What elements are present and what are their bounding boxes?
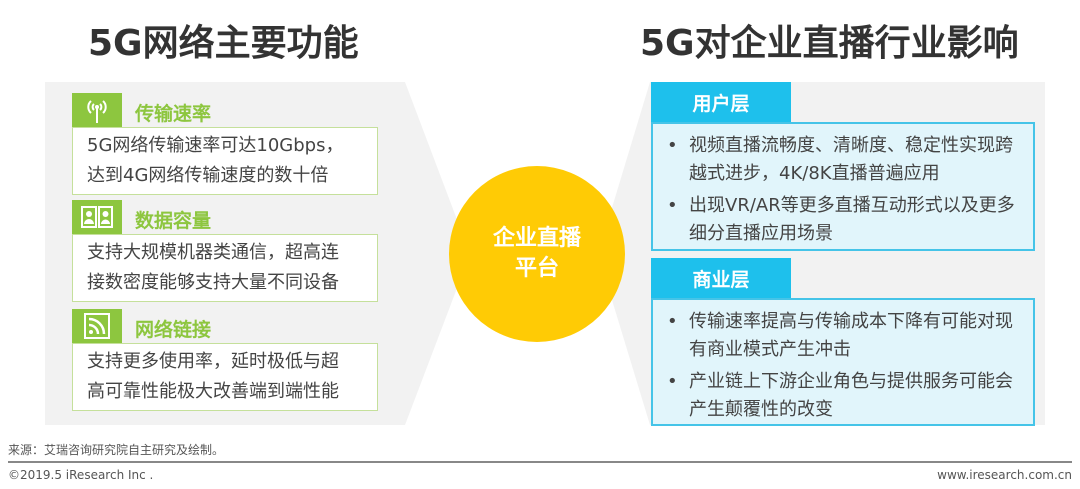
text-line: 高可靠性能极大改善端到端性能: [87, 381, 339, 402]
footer-divider: [8, 461, 1072, 463]
right-title: 5G对企业直播行业影响: [640, 23, 1019, 64]
website-link[interactable]: www.iresearch.com.cn: [937, 468, 1072, 482]
copyright: ©2019.5 iResearch Inc .: [8, 468, 154, 482]
item-title: 网络链接: [135, 319, 212, 341]
section-header-business: 商业层: [651, 258, 791, 298]
bullet-item: •产业链上下游企业角色与提供服务可能会产生颠覆性的改变: [667, 368, 1023, 424]
left-title: 5G网络主要功能: [88, 23, 359, 64]
bullet-text: 产业链上下游企业角色与提供服务可能会产生颠覆性的改变: [689, 371, 1013, 420]
bullet-item: •视频直播流畅度、清晰度、稳定性实现跨越式进步，4K/8K直播普遍应用: [667, 132, 1023, 188]
rss-icon: [72, 309, 122, 343]
item-description: 支持更多使用率，延时极低与超高可靠性能极大改善端到端性能: [72, 343, 378, 411]
text-line: 接数密度能够支持大量不同设备: [87, 272, 339, 293]
center-label: 企业直播: [492, 226, 581, 251]
text-line: 达到4G网络传输速度的数十倍: [87, 165, 329, 186]
bullet-text: 视频直播流畅度、清晰度、稳定性实现跨越式进步，4K/8K直播普遍应用: [689, 135, 1013, 184]
bullet-item: •出现VR/AR等更多直播互动形式以及更多细分直播应用场景: [667, 192, 1023, 248]
section-header-user: 用户层: [651, 82, 791, 122]
item-title: 传输速率: [135, 103, 212, 125]
bullet-item: •传输速率提高与传输成本下降有可能对现有商业模式产生冲击: [667, 308, 1023, 364]
section-box-user: •视频直播流畅度、清晰度、稳定性实现跨越式进步，4K/8K直播普遍应用 •出现V…: [651, 122, 1035, 251]
item-title: 数据容量: [135, 210, 212, 232]
antenna-icon: [72, 93, 122, 127]
source-note: 来源：艾瑞咨询研究院自主研究及绘制。: [8, 443, 225, 457]
text-line: 5G网络传输速率可达10Gbps，: [87, 135, 344, 156]
bullet-text: 传输速率提高与传输成本下降有可能对现有商业模式产生冲击: [689, 311, 1013, 360]
text-line: 支持更多使用率，延时极低与超: [87, 351, 339, 372]
item-description: 5G网络传输速率可达10Gbps， 达到4G网络传输速度的数十倍: [72, 127, 378, 195]
section-box-business: •传输速率提高与传输成本下降有可能对现有商业模式产生冲击 •产业链上下游企业角色…: [651, 298, 1035, 426]
center-circle: 企业直播平台: [449, 166, 625, 342]
item-description: 支持大规模机器类通信，超高连接数密度能够支持大量不同设备: [72, 234, 378, 302]
text-line: 支持大规模机器类通信，超高连: [87, 242, 339, 263]
bullet-text: 出现VR/AR等更多直播互动形式以及更多细分直播应用场景: [689, 195, 1015, 244]
user-cards-icon: [72, 200, 122, 234]
center-label: 平台: [514, 256, 559, 281]
